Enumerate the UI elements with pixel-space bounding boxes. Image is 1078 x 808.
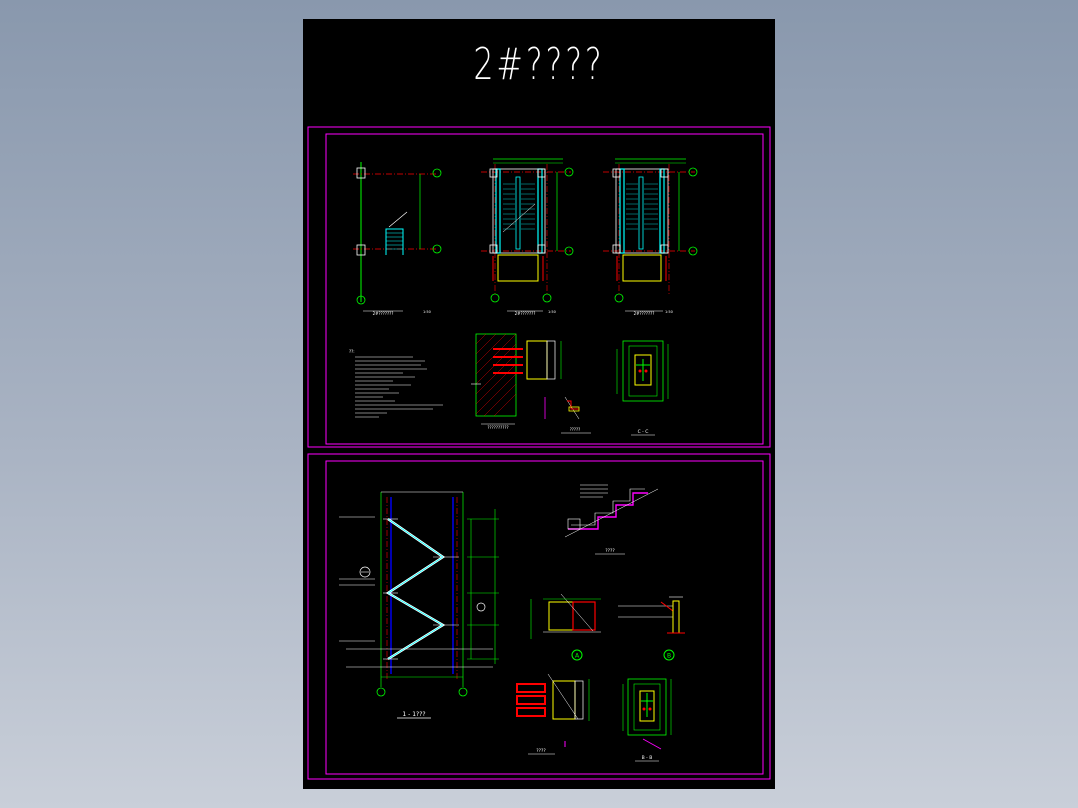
plan-left: 2#??????? 1:50 — [353, 162, 442, 316]
axis-bubble-6 — [614, 293, 624, 303]
node-b-label: B — [667, 653, 671, 660]
axis-bubble-b — [432, 244, 442, 254]
wall-detail-caption: ?????????? — [487, 425, 508, 430]
section-bb: B - B — [622, 678, 672, 762]
section-bb-caption: B - B — [642, 755, 653, 761]
cad-drawing: 2#??????? 1:50 — [307, 126, 771, 780]
node-b-detail: B — [618, 596, 685, 661]
plan-right-caption: 2#??????? — [634, 311, 655, 316]
axis-bubble-b — [688, 246, 698, 256]
node-d-caption: ???? — [536, 748, 546, 754]
base-detail-caption: ????? — [570, 427, 581, 432]
axis-bubble-6 — [542, 293, 552, 303]
stair-detail-caption: ???? — [605, 548, 615, 554]
node-a-detail: A — [530, 593, 601, 661]
lower-frame-outer — [307, 453, 771, 780]
upper-frame-inner — [325, 133, 764, 445]
node-b-bubble — [663, 649, 675, 661]
plan-middle-scale: 1:50 — [548, 310, 556, 314]
plan-middle: 2#??????? 1:50 — [481, 158, 574, 316]
node-a-label: A — [575, 653, 580, 660]
section-cc: C - C — [616, 340, 669, 436]
drawing-title: 2#???? — [473, 39, 605, 90]
section-11-caption: 1 - 1??? — [402, 711, 425, 718]
plan-left-scale: 1:50 — [423, 310, 431, 314]
plan-left-caption: 2#??????? — [373, 311, 394, 316]
axis-bubble-c — [458, 687, 468, 697]
base-detail: ????? — [544, 396, 591, 434]
axis-bubble-c — [564, 167, 574, 177]
axis-bubble-6 — [356, 295, 366, 305]
stair-detail: ???? — [564, 484, 659, 555]
axis-bubble-b — [564, 246, 574, 256]
notes-heading: ??: — [349, 349, 355, 354]
lower-frame-inner — [325, 460, 764, 775]
wall-detail: ?????????? — [471, 333, 562, 430]
axis-bubble-c — [432, 168, 442, 178]
section-11: 1 - 1??? — [339, 491, 499, 719]
node-a-bubble — [571, 649, 583, 661]
notes-block: ??: — [349, 349, 443, 418]
upper-frame-outer — [307, 126, 771, 448]
section-cc-caption: C - C — [638, 429, 649, 435]
node-d-detail: ???? — [516, 673, 590, 755]
axis-bubble-c — [688, 167, 698, 177]
axis-bubble-b — [376, 687, 386, 697]
plan-right: 2#??????? 1:50 — [603, 158, 698, 316]
drawing-sheet[interactable]: 2#???? — [303, 19, 775, 789]
axis-bubble-4 — [490, 293, 500, 303]
plan-middle-caption: 2#??????? — [515, 311, 536, 316]
plan-right-scale: 1:50 — [665, 310, 673, 314]
